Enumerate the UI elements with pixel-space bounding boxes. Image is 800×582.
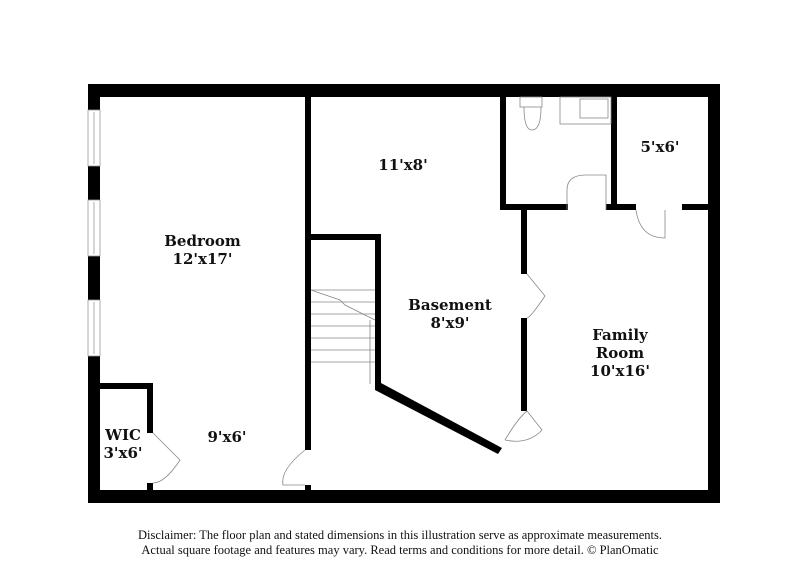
closet-door-icon (635, 209, 666, 239)
bath-door-icon (566, 174, 607, 210)
room-label-bedroom: Bedroom 12'x17' (140, 232, 265, 268)
room-name-line2: Room (595, 344, 645, 362)
room-name-line1: Family (592, 326, 648, 344)
disclaimer-line2: Actual square footage and features may v… (141, 543, 659, 557)
disclaimer-line1: Disclaimer: The floor plan and stated di… (138, 528, 662, 542)
room-name: Bedroom (164, 232, 241, 250)
toilet-icon (519, 96, 543, 108)
room-label-basement: Basement 8'x9' (390, 296, 510, 332)
room-size: 12'x17' (172, 250, 233, 268)
fixtures (152, 96, 666, 486)
room-label-family-room: Family Room 10'x16' (570, 326, 670, 380)
bedroom-door-icon (282, 449, 306, 486)
basement-door-icon (526, 273, 546, 319)
room-size: 8'x9' (430, 314, 470, 332)
windows (87, 109, 101, 357)
sink-icon (579, 98, 609, 119)
room-name: WIC (105, 426, 141, 444)
wic-door-icon (152, 432, 181, 484)
room-label-11x8: 11'x8' (368, 156, 438, 174)
room-size: 11'x8' (378, 156, 428, 174)
room-label-5x6: 5'x6' (625, 138, 695, 156)
room-size: 3'x6' (103, 444, 143, 462)
walls (88, 84, 720, 503)
family-door-icon (504, 410, 543, 442)
room-size: 9'x6' (207, 428, 247, 446)
room-label-wic: WIC 3'x6' (96, 426, 150, 462)
room-size: 10'x16' (590, 362, 650, 380)
room-label-9x6: 9'x6' (192, 428, 262, 446)
toilet-bowl-icon (523, 106, 542, 131)
room-size: 5'x6' (640, 138, 680, 156)
vanity-icon (559, 96, 612, 125)
room-name: Basement (408, 296, 492, 314)
